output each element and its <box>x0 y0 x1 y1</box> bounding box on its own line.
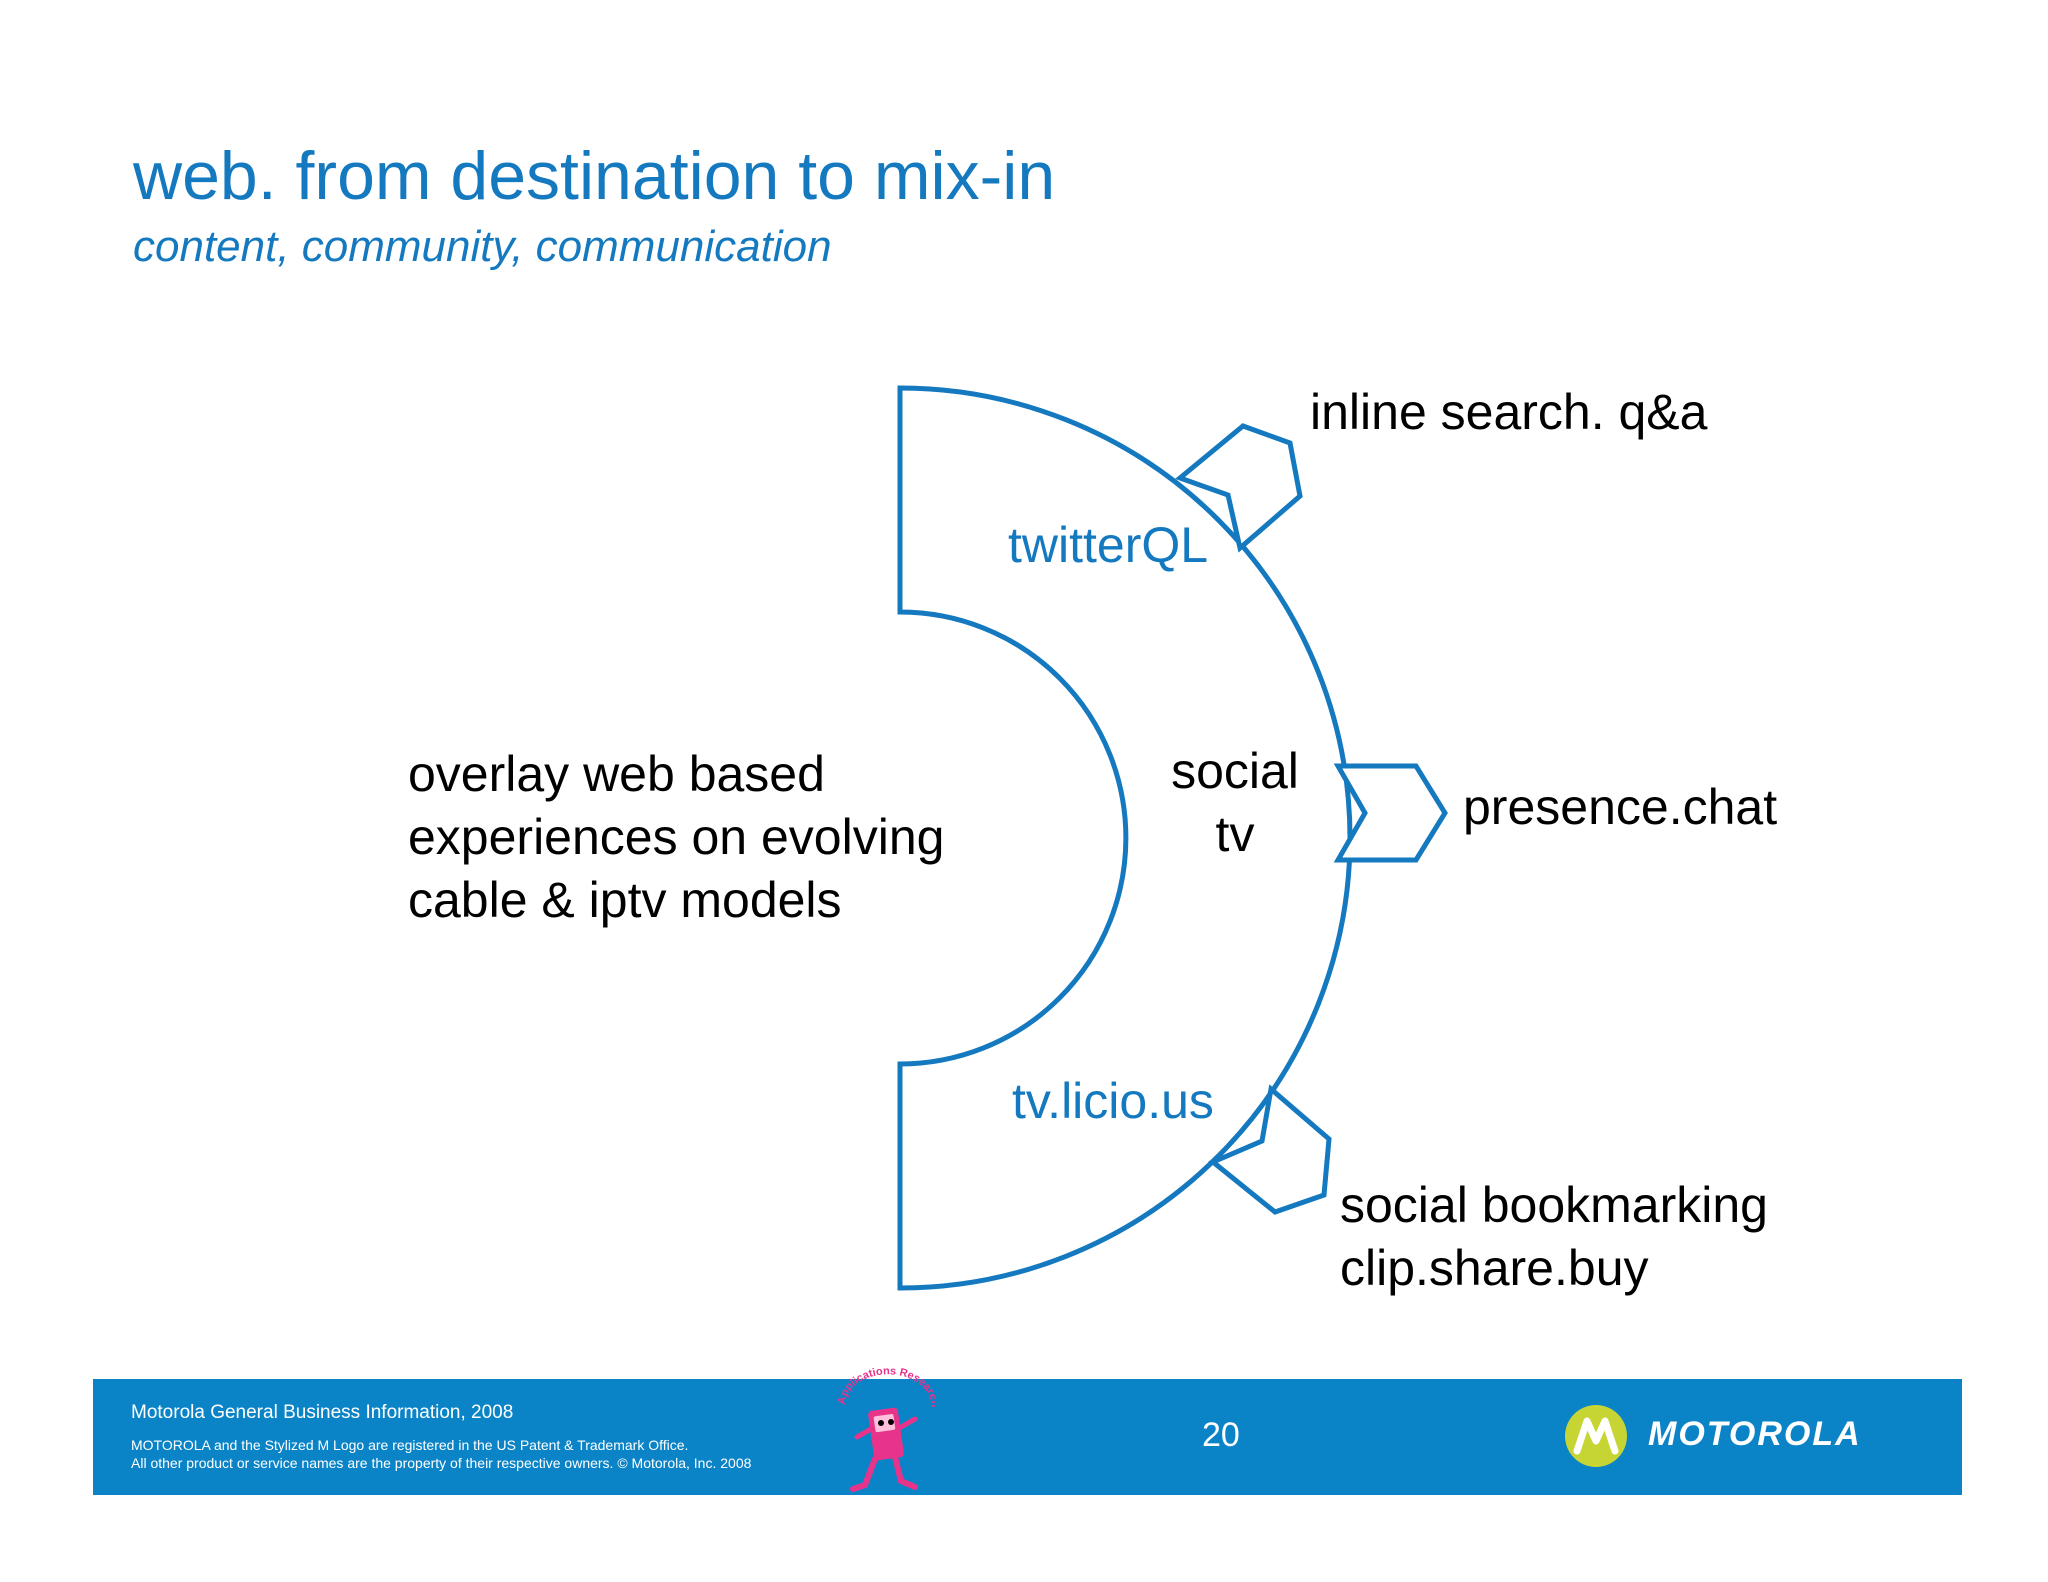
page-number: 20 <box>1202 1416 1240 1454</box>
overlay-line-2: experiences on evolving <box>408 809 945 865</box>
mascot-badge-text: Applications Research <box>836 1367 935 1408</box>
social-tv-line-1: social <box>1171 743 1299 799</box>
arc-label-twitterql: twitterQL <box>1008 517 1209 573</box>
page-title: web. from destination to mix-in <box>133 138 1056 214</box>
overlay-line-3: cable & iptv models <box>408 872 842 928</box>
overlay-description: overlay web based experiences on evolvin… <box>408 743 944 932</box>
svg-text:Applications Research: Applications Research <box>836 1367 935 1408</box>
motorola-wordmark: MOTOROLA <box>1648 1415 1862 1453</box>
motorola-m-logo-icon <box>1565 1405 1627 1467</box>
applications-research-mascot-icon: Applications Research <box>836 1367 935 1492</box>
footer-legal: MOTOROLA and the Stylized M Logo are reg… <box>131 1436 751 1472</box>
callout-label-inline-search: inline search. q&a <box>1310 384 1708 440</box>
callout-arrow-top <box>1175 423 1303 553</box>
footer-info: Motorola General Business Information, 2… <box>131 1402 514 1423</box>
page-subtitle: content, community, communication <box>133 222 832 271</box>
callout-label-social-bookmarking: social bookmarking clip.share.buy <box>1340 1174 1768 1300</box>
callout-arrow-middle <box>1333 763 1448 863</box>
arc-label-social-tv: social tv <box>1160 740 1310 866</box>
callout-arrow-bottom <box>1208 1084 1332 1215</box>
footer-legal-line-2: All other product or service names are t… <box>131 1455 752 1471</box>
footer-bar: Motorola General Business Information, 2… <box>93 1367 1962 1495</box>
bookmarking-line-1: social bookmarking <box>1340 1177 1768 1233</box>
half-ring-shape <box>897 385 1353 1291</box>
callout-label-presence-chat: presence.chat <box>1463 779 1778 835</box>
arc-label-tvlicious: tv.licio.us <box>1012 1073 1214 1129</box>
overlay-line-1: overlay web based <box>408 746 825 802</box>
social-tv-line-2: tv <box>1215 806 1255 862</box>
bookmarking-line-2: clip.share.buy <box>1340 1240 1649 1296</box>
footer-legal-line-1: MOTOROLA and the Stylized M Logo are reg… <box>131 1437 689 1453</box>
